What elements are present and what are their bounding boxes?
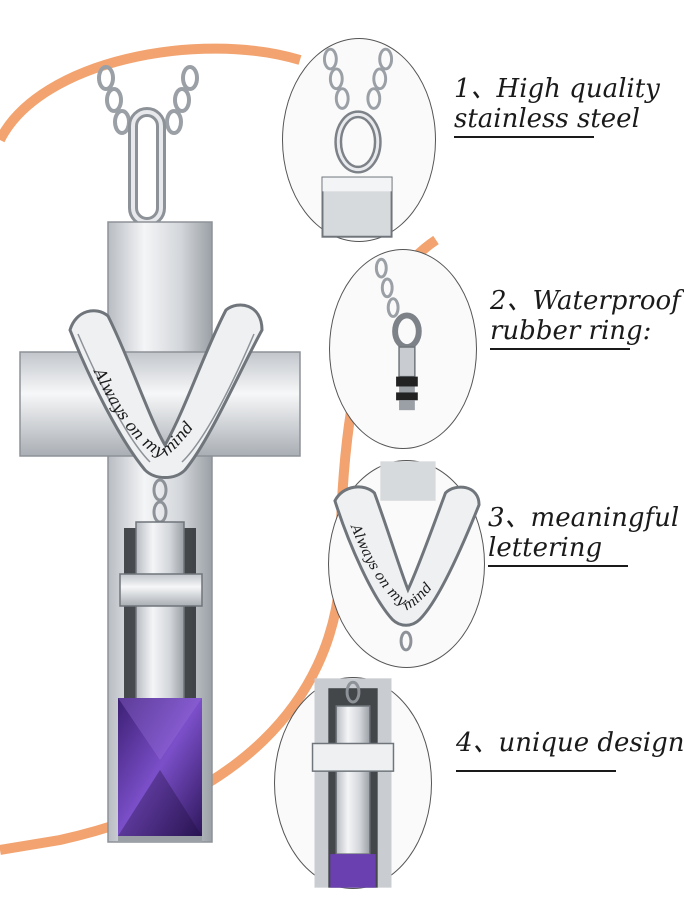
feature-4-underline <box>456 770 616 772</box>
feature-4-line-1: 4、unique design <box>456 728 684 758</box>
feature-4: 4、unique design <box>456 728 684 772</box>
feature-3-underline <box>488 565 628 567</box>
detail-circle-screw <box>329 249 477 449</box>
product-image: Always on my mind <box>0 38 684 889</box>
small-cross-closeup-icon <box>311 678 395 888</box>
feature-3-line-1: 3、meaningful <box>488 503 680 533</box>
bail-closeup-icon <box>321 47 394 238</box>
cross-pendant-illustration: Always on my mind <box>19 65 301 843</box>
screw-ring-closeup-icon <box>374 257 422 411</box>
feature-1: 1、High quality stainless steel <box>454 74 660 138</box>
detail-circle-bail <box>282 38 436 242</box>
feature-1-underline <box>454 136 594 138</box>
feature-3-line-2: lettering <box>488 533 603 563</box>
feature-2-line-1: 2、Waterproof <box>490 286 681 316</box>
detail-circle-engraving: Always on my mind <box>328 460 485 668</box>
feature-1-line-2: stainless steel <box>454 104 640 134</box>
feature-2-underline <box>490 348 630 350</box>
chain <box>97 65 199 135</box>
purple-gemstone <box>118 698 202 836</box>
engraved-ribbon <box>68 303 264 479</box>
engraving-closeup-icon: Always on my mind <box>333 461 481 652</box>
bail <box>128 107 166 227</box>
feature-3: 3、meaningful lettering <box>488 503 680 567</box>
feature-2: 2、Waterproof rubber ring: <box>490 286 681 350</box>
detail-circle-small-cross <box>274 677 432 889</box>
feature-2-line-2: rubber ring: <box>490 316 652 346</box>
feature-1-line-1: 1、High quality <box>454 74 660 104</box>
